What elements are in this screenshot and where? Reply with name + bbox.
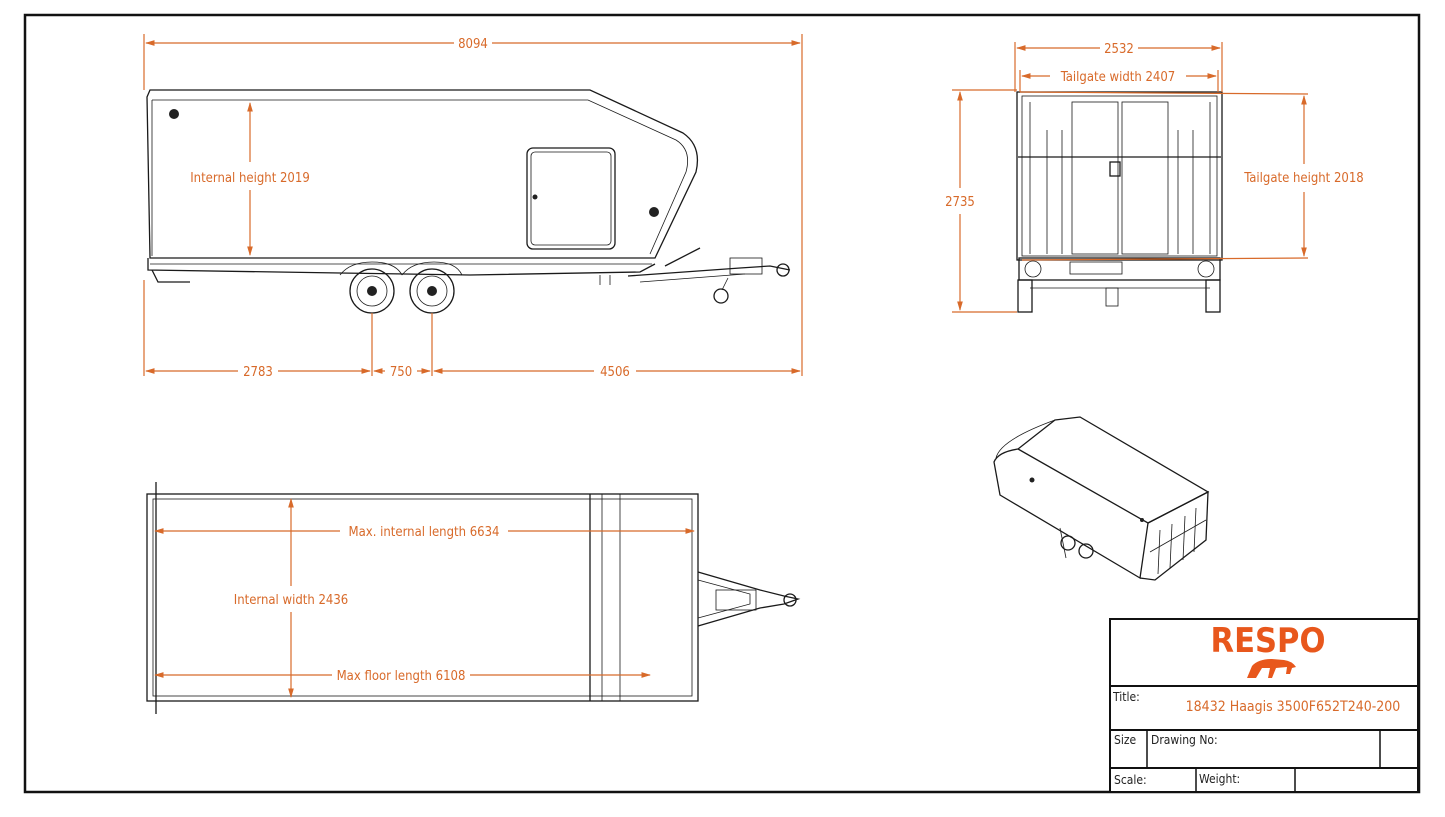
size-label: Size bbox=[1114, 733, 1137, 747]
weight-label: Weight: bbox=[1199, 772, 1240, 786]
tailgate-width-dim: Tailgate width 2407 bbox=[1060, 70, 1175, 85]
front-axle-dim: 2783 bbox=[243, 365, 273, 380]
title-label: Title: bbox=[1112, 690, 1140, 704]
overall-height-dim: 2735 bbox=[945, 195, 975, 210]
scale-label: Scale: bbox=[1114, 773, 1147, 787]
overall-length-dim: 8094 bbox=[458, 37, 488, 52]
drawing-no-label: Drawing No: bbox=[1151, 733, 1218, 747]
side-view: 8094 Internal height 2019 2783 750 4506 bbox=[143, 34, 803, 380]
bull-logo-icon bbox=[1247, 659, 1296, 678]
title-block: RESPO Title: 18432 Haagis 3500F652T240-2… bbox=[1109, 618, 1419, 793]
isometric-view bbox=[993, 416, 1210, 581]
overall-width-dim: 2532 bbox=[1104, 42, 1134, 57]
drawing-title: 18432 Haagis 3500F652T240-200 bbox=[1186, 699, 1401, 715]
internal-height-dim: Internal height 2019 bbox=[190, 171, 310, 186]
axle-spacing-dim: 750 bbox=[390, 365, 412, 380]
rear-dist-dim: 4506 bbox=[600, 365, 630, 380]
max-internal-length-dim: Max. internal length 6634 bbox=[349, 525, 500, 540]
rear-view: 2532 Tailgate width 2407 2735 Tailgate h… bbox=[945, 42, 1364, 313]
tailgate-height-dim: Tailgate height 2018 bbox=[1243, 171, 1364, 186]
internal-width-dim: Internal width 2436 bbox=[234, 593, 348, 608]
top-view: Max. internal length 6634 Internal width… bbox=[146, 482, 801, 714]
drawing-frame bbox=[23, 13, 1421, 794]
respo-logo: RESPO bbox=[1211, 621, 1326, 661]
max-floor-length-dim: Max floor length 6108 bbox=[337, 669, 466, 684]
